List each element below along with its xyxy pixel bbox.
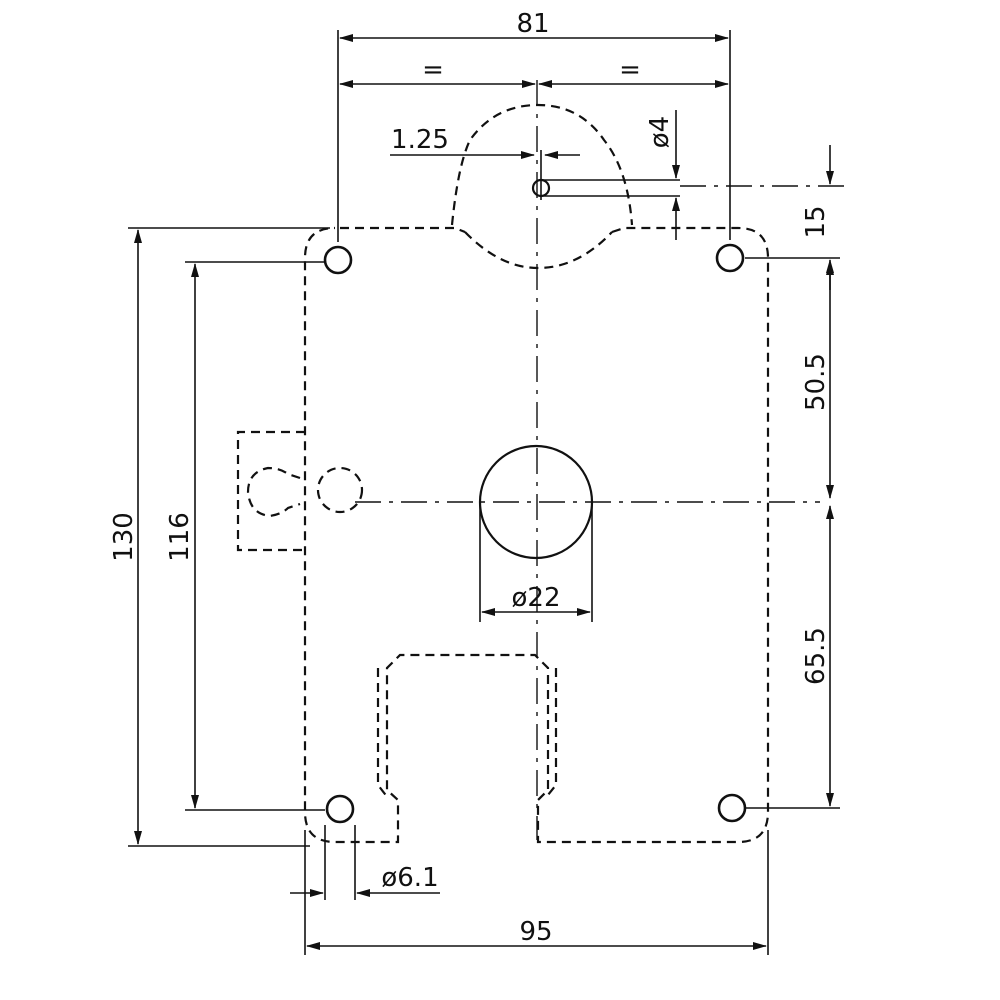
plate-outline bbox=[303, 226, 770, 844]
latch-box bbox=[236, 430, 305, 552]
dim-label-116: 116 bbox=[165, 512, 195, 562]
top-arch bbox=[450, 103, 634, 270]
dim-label-65-5: 65.5 bbox=[801, 627, 831, 685]
mount-hole-bottom-right bbox=[717, 793, 747, 823]
recess-left-inner bbox=[376, 668, 389, 799]
mount-hole-top-right bbox=[715, 243, 745, 273]
dim-label-equal-left: = bbox=[422, 55, 444, 85]
dim-label-6-1: ø6.1 bbox=[381, 863, 438, 893]
dim-label-130: 130 bbox=[109, 512, 139, 562]
dim-label-1-25: 1.25 bbox=[391, 125, 449, 155]
dim-label-95: 95 bbox=[519, 917, 552, 947]
mounting-holes bbox=[323, 243, 747, 824]
mount-hole-top-left bbox=[323, 245, 353, 275]
dim-label-15: 15 bbox=[801, 205, 831, 238]
dim-label-pin-diameter: ø4 bbox=[645, 116, 675, 148]
dim-label-equal-right: = bbox=[619, 55, 641, 85]
dim-label-50-5: 50.5 bbox=[801, 353, 831, 411]
recess-right-inner bbox=[547, 668, 558, 796]
latch-circle bbox=[316, 466, 364, 514]
dim-label-81: 81 bbox=[516, 9, 549, 39]
dim-label-22: ø22 bbox=[512, 583, 561, 613]
mount-hole-bottom-left bbox=[325, 794, 355, 824]
latch-keyhole bbox=[246, 466, 301, 518]
